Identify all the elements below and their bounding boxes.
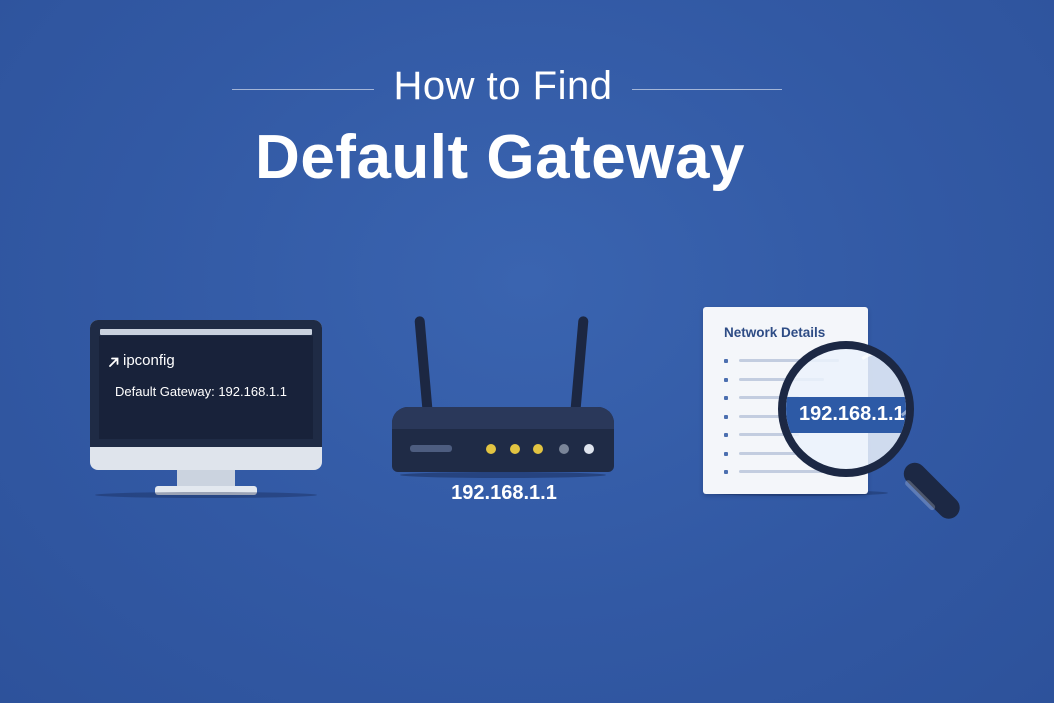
- router-illustration: 192.168.1.1: [390, 312, 618, 512]
- highlight-band: [786, 397, 906, 433]
- monitor-neck: [177, 470, 235, 488]
- router-led: [533, 444, 543, 454]
- router-ip-label: 192.168.1.1: [451, 482, 557, 504]
- subtitle-row: How to Find: [0, 60, 1054, 120]
- document-line: [739, 415, 794, 418]
- monitor-frame: ipconfig Default Gateway: 192.168.1.1: [90, 320, 322, 470]
- terminal-title-bar: [100, 329, 312, 335]
- router-led: [559, 444, 569, 454]
- router-shadow: [400, 472, 606, 478]
- terminal-command-line: ipconfig: [109, 352, 175, 369]
- terminal-command: ipconfig: [123, 352, 175, 369]
- router-antenna-right: [570, 315, 589, 417]
- router-led: [486, 444, 496, 454]
- document-bullet: [724, 452, 728, 456]
- subtitle: How to Find: [393, 64, 613, 108]
- monitor-shadow: [95, 492, 317, 498]
- document-bullet: [724, 433, 728, 437]
- magnifier-lens: 192.168.1.1: [778, 341, 914, 477]
- router-top-panel: [392, 407, 614, 429]
- document-line: [739, 452, 801, 455]
- magnifier-handle: [899, 458, 965, 524]
- terminal-screen: [99, 336, 313, 439]
- document-bullet: [724, 415, 728, 419]
- document-line: [739, 433, 799, 436]
- magnified-ip-address: 192.168.1.1: [799, 403, 905, 425]
- router-antenna-left: [414, 315, 433, 417]
- document-line: [739, 396, 799, 399]
- monitor-base: [155, 486, 257, 495]
- document-line: [739, 359, 839, 362]
- document-bullet: [724, 396, 728, 400]
- router-led: [584, 444, 594, 454]
- document-bullet: [724, 470, 728, 474]
- magnifying-glass-icon: 192.168.1.1: [778, 341, 965, 524]
- left-divider-line: [232, 89, 374, 90]
- arrow-up-right-icon: [109, 357, 119, 367]
- document-bullet: [724, 359, 728, 363]
- router-indicator-strip: [410, 445, 452, 452]
- terminal-output: Default Gateway: 192.168.1.1: [115, 384, 288, 399]
- document-line: [739, 470, 839, 473]
- network-details-illustration: Network Details 192.168.1.1: [700, 305, 970, 524]
- router-led: [510, 444, 520, 454]
- document-line: [739, 378, 824, 381]
- right-divider-line: [632, 89, 782, 90]
- page-title: Default Gateway: [255, 123, 745, 192]
- header: How to Find Default Gateway: [0, 60, 1054, 192]
- document-title: Network Details: [724, 325, 826, 340]
- document-bullet: [724, 378, 728, 382]
- computer-monitor-illustration: ipconfig Default Gateway: 192.168.1.1: [90, 320, 322, 500]
